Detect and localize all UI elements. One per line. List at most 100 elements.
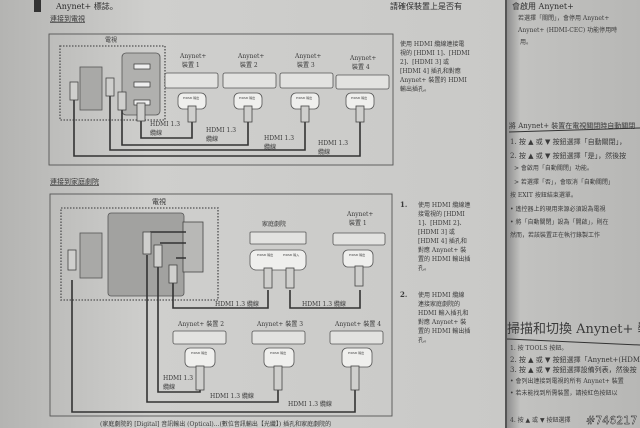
- svg-text:視的 [HDMI 1]、[HDMI: 視的 [HDMI 1]、[HDMI: [400, 49, 470, 57]
- svg-text:HDMI 1.3 纜線: HDMI 1.3 纜線: [302, 300, 346, 308]
- svg-text:• 若未能找到所需裝置，請按紅色按鈕以: • 若未能找到所需裝置，請按紅色按鈕以: [510, 389, 617, 397]
- svg-text:HDMI 輸出: HDMI 輸出: [270, 350, 286, 355]
- svg-text:裝置 1: 裝置 1: [182, 61, 200, 69]
- anynet-device-2-ht: Anynet+ 裝置 2 HDMI 輸出: [172, 320, 227, 391]
- right-page-auto-off-items: 1. 按 ▲ 或 ▼ 按鈕選擇「自動關閉」， 2. 按 ▲ 或 ▼ 按鈕選擇「是…: [510, 137, 626, 239]
- svg-text:1. 按 TOOLS 按鈕。: 1. 按 TOOLS 按鈕。: [510, 344, 567, 352]
- hdmi-cables-ht: [67, 231, 361, 413]
- svg-text:HDMI 1.3 纜線: HDMI 1.3 纜線: [215, 300, 259, 308]
- svg-text:用。: 用。: [520, 39, 532, 46]
- svg-text:置的 HDMI 輸出插: 置的 HDMI 輸出插: [418, 327, 470, 335]
- svg-text:然而，若該裝置正在執行錄製工作: 然而，若該裝置正在執行錄製工作: [510, 231, 600, 239]
- section1-title: 連接到電視: [50, 14, 85, 23]
- svg-text:• 將「自動關閉」設為「開啟」，則在: • 將「自動關閉」設為「開啟」，則在: [510, 218, 608, 226]
- cable-labels-tv: HDMI 1.3纜線 HDMI 1.3纜線 HDMI 1.3纜線 HDMI 1.…: [150, 121, 348, 156]
- svg-text:HDMI 1.3 纜線: HDMI 1.3 纜線: [210, 392, 254, 400]
- svg-text:HDMI 輸出: HDMI 輸出: [349, 252, 365, 257]
- svg-text:2. 按 ▲ 或 ▼ 按鈕選擇「是」，然後按: 2. 按 ▲ 或 ▼ 按鈕選擇「是」，然後按: [510, 151, 626, 160]
- svg-text:置的 HDMI 輸出插: 置的 HDMI 輸出插: [418, 255, 470, 263]
- svg-text:使用 HDMI 纜線連: 使用 HDMI 纜線連: [418, 201, 470, 209]
- section2-title: 連接到家庭劇院: [50, 177, 99, 186]
- diagram-tv-box: [48, 33, 394, 166]
- svg-text:Anynet+ 裝置的 HDMI: Anynet+ 裝置的 HDMI: [399, 76, 467, 84]
- svg-text:纜線: 纜線: [150, 129, 162, 137]
- right-page-scan-items: 1. 按 TOOLS 按鈕。 2. 按 ▲ 或 ▼ 按鈕選擇「Anynet+(H…: [510, 344, 640, 424]
- svg-text:家庭劇院: 家庭劇院: [262, 220, 286, 228]
- svg-text:對應 Anynet+ 裝: 對應 Anynet+ 裝: [418, 246, 466, 254]
- watermark: #746217: [586, 414, 637, 427]
- svg-text:Anynet+: Anynet+: [346, 211, 373, 218]
- anynet-device-3-ht: Anynet+ 裝置 3 HDMI 輸出: [251, 320, 306, 391]
- svg-text:裝置 4: 裝置 4: [352, 63, 370, 71]
- svg-text:Anynet+: Anynet+: [349, 55, 376, 62]
- svg-text:裝置 1: 裝置 1: [349, 219, 367, 227]
- svg-text:HDMI 輸出: HDMI 輸出: [239, 95, 255, 100]
- section2-steps: 1. 使用 HDMI 纜線連 接電視的 [HDMI 1]、[HDMI 2]、 […: [400, 200, 470, 344]
- svg-text:HDMI 輸入: HDMI 輸入: [283, 252, 299, 257]
- right-page-top-bullets: 會啟用 Anynet+ 若選擇「關閉」，會停用 Anynet+ Anynet+ …: [512, 1, 617, 46]
- svg-text:> 若選擇「否」，會取消「自動關閉」: > 若選擇「否」，會取消「自動關閉」: [514, 178, 614, 186]
- svg-text:HDMI 輸出: HDMI 輸出: [183, 95, 199, 100]
- anynet-device-3: Anynet+ 裝置 3 HDMI 輸出: [279, 53, 334, 123]
- cable-labels-ht-bottom: HDMI 1.3纜線 HDMI 1.3 纜線 HDMI 1.3 纜線: [163, 375, 332, 408]
- svg-text:2. 按 ▲ 或 ▼ 按鈕選擇「Anynet+(HDMI-C: 2. 按 ▲ 或 ▼ 按鈕選擇「Anynet+(HDMI-CEC)」: [510, 355, 640, 364]
- svg-text:裝置 3: 裝置 3: [297, 61, 315, 69]
- svg-text:1]、[HDMI 2]、: 1]、[HDMI 2]、: [418, 220, 465, 227]
- svg-text:Anynet+ 裝置 2: Anynet+ 裝置 2: [177, 320, 224, 328]
- svg-text:HDMI 輸出: HDMI 輸出: [191, 350, 207, 355]
- svg-text:按 EXIT 按鈕結束選單。: 按 EXIT 按鈕結束選單。: [510, 191, 577, 199]
- svg-text:會啟用 Anynet+: 會啟用 Anynet+: [512, 1, 574, 11]
- svg-text:連接家庭劇院的: 連接家庭劇院的: [418, 300, 460, 308]
- svg-text:HDMI 1.3: HDMI 1.3: [150, 121, 180, 128]
- tv-hdmi-panel-2: [182, 221, 204, 273]
- svg-text:HDMI 輸出: HDMI 輸出: [348, 350, 364, 355]
- svg-text:> 會啟用「自動關閉」功能。: > 會啟用「自動關閉」功能。: [514, 164, 593, 172]
- svg-text:HDMI 輸入插孔和: HDMI 輸入插孔和: [418, 309, 468, 317]
- right-page: [507, 0, 640, 428]
- svg-text:使用 HDMI 纜線: 使用 HDMI 纜線: [418, 291, 464, 299]
- svg-text:HDMI 1.3: HDMI 1.3: [163, 375, 193, 382]
- svg-text:4. 按 ▲ 或 ▼ 按鈕選擇: 4. 按 ▲ 或 ▼ 按鈕選擇: [510, 416, 571, 424]
- tv-side-panel-2: [79, 232, 103, 279]
- header-fragment: Anynet+ 標誌。: [55, 1, 118, 11]
- svg-text:孔。: 孔。: [418, 336, 430, 344]
- svg-text:接電視的 [HDMI: 接電視的 [HDMI: [418, 210, 465, 218]
- svg-text:Anynet+: Anynet+: [179, 53, 206, 60]
- home-theater: 家庭劇院 HDMI 輸出 HDMI 輸入: [249, 220, 307, 289]
- svg-text:3. 按 ▲ 或 ▼ 按鈕選擇設備列表，然後按: 3. 按 ▲ 或 ▼ 按鈕選擇設備列表，然後按: [510, 365, 637, 374]
- tv-label-2: 電視: [152, 197, 166, 206]
- anynet-device-1-ht: Anynet+ 裝置 1 HDMI 輸出: [332, 211, 386, 287]
- svg-text:HDMI 輸出: HDMI 輸出: [296, 95, 312, 100]
- tv-label: 電視: [105, 36, 117, 44]
- svg-text:• 遙控器上的現用來源必須設為電視: • 遙控器上的現用來源必須設為電視: [510, 205, 605, 213]
- right-heading-auto-off: 將 Anynet+ 裝置在電視關閉時自動關閉: [509, 121, 635, 130]
- svg-text:[HDMI 4] 插孔和對應: [HDMI 4] 插孔和對應: [400, 67, 461, 75]
- svg-text:HDMI 1.3: HDMI 1.3: [318, 140, 348, 147]
- anynet-device-2: Anynet+ 裝置 2 HDMI 輸出: [222, 53, 277, 123]
- svg-text:纜線: 纜線: [163, 383, 175, 391]
- diagram-home-theater-box: [49, 193, 393, 417]
- svg-text:2]、[HDMI 3] 或: 2]、[HDMI 3] 或: [400, 58, 449, 66]
- svg-text:纜線: 纜線: [318, 148, 330, 156]
- svg-text:HDMI 1.3: HDMI 1.3: [206, 127, 236, 134]
- svg-text:對應 Anynet+ 裝: 對應 Anynet+ 裝: [418, 318, 466, 326]
- svg-text:Anynet+ (HDMI-CEC) 功能停用時: Anynet+ (HDMI-CEC) 功能停用時: [517, 26, 617, 34]
- svg-text:纜線: 纜線: [206, 135, 218, 143]
- svg-text:輸出插孔。: 輸出插孔。: [400, 85, 430, 93]
- svg-text:裝置 2: 裝置 2: [240, 61, 258, 69]
- svg-text:若選擇「關閉」，會停用 Anynet+: 若選擇「關閉」，會停用 Anynet+: [518, 14, 609, 22]
- right-heading-scan: 掃描和切換 Anynet+ 裝置: [507, 321, 640, 337]
- tv-side-panel: [79, 66, 103, 111]
- svg-text:1.: 1.: [400, 200, 407, 209]
- svg-text:[HDMI 4] 插孔和: [HDMI 4] 插孔和: [418, 237, 467, 245]
- svg-text:1. 按 ▲ 或 ▼ 按鈕選擇「自動關閉」，: 1. 按 ▲ 或 ▼ 按鈕選擇「自動關閉」，: [510, 137, 626, 146]
- svg-text:Anynet+: Anynet+: [294, 53, 321, 60]
- page-footer-text: (家庭劇院的 [Digital] 音訊輸出 (Optical)...(數位音訊輸…: [100, 420, 331, 428]
- svg-text:HDMI 1.3: HDMI 1.3: [264, 135, 294, 142]
- tv-region-2: [60, 207, 219, 301]
- svg-text:HDMI 輸出: HDMI 輸出: [351, 95, 367, 100]
- svg-text:HDMI 1.3 纜線: HDMI 1.3 纜線: [288, 400, 332, 408]
- svg-text:Anynet+: Anynet+: [237, 53, 264, 60]
- svg-text:[HDMI 3] 或: [HDMI 3] 或: [418, 228, 455, 236]
